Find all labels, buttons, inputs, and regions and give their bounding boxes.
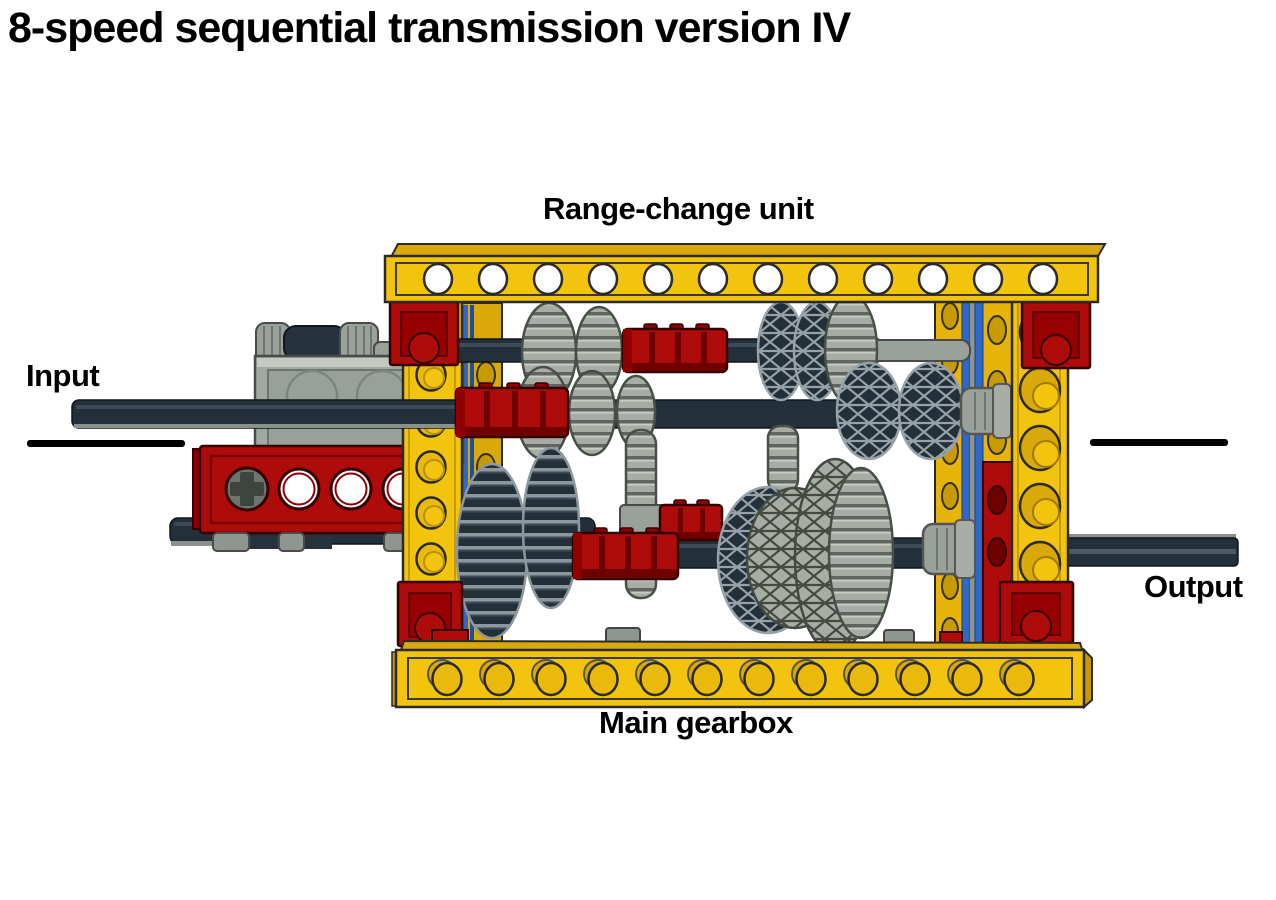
bottom-beam [391, 639, 1093, 710]
page-title: 8-speed sequential transmission version … [8, 4, 851, 52]
label-range-change-unit: Range-change unit [543, 191, 814, 226]
output-centerline-mark [1090, 439, 1228, 446]
driving-ring [454, 382, 570, 439]
gears-top-level [520, 293, 879, 494]
driving-ring [621, 323, 729, 374]
gear-24t-dark [455, 462, 529, 640]
input-centerline-mark [27, 440, 185, 447]
corner-bracket-bottom-right [998, 580, 1075, 645]
corner-brackets [388, 300, 1092, 648]
driving-ring [571, 527, 680, 581]
gears-middle-level [454, 361, 1013, 461]
label-main-gearbox: Main gearbox [599, 705, 793, 740]
output-axle [1057, 534, 1239, 567]
blue-pin-stripe [462, 305, 468, 643]
axle-bush [959, 383, 1013, 439]
top-beam [383, 243, 1107, 304]
gear-16t [567, 369, 617, 457]
corner-bracket-top-left [388, 300, 460, 367]
driving-ring [658, 499, 724, 542]
gear-24t-dark [521, 446, 581, 610]
knob-wheel [897, 361, 965, 461]
label-output: Output [1144, 569, 1243, 604]
gears-bottom-level [455, 428, 976, 655]
gear-24t-light [827, 466, 895, 640]
axle-bush [921, 519, 976, 579]
knob-wheel [835, 361, 903, 461]
label-input: Input [26, 358, 100, 393]
corner-bracket-top-right [1020, 300, 1092, 370]
idler-gear [766, 424, 800, 494]
